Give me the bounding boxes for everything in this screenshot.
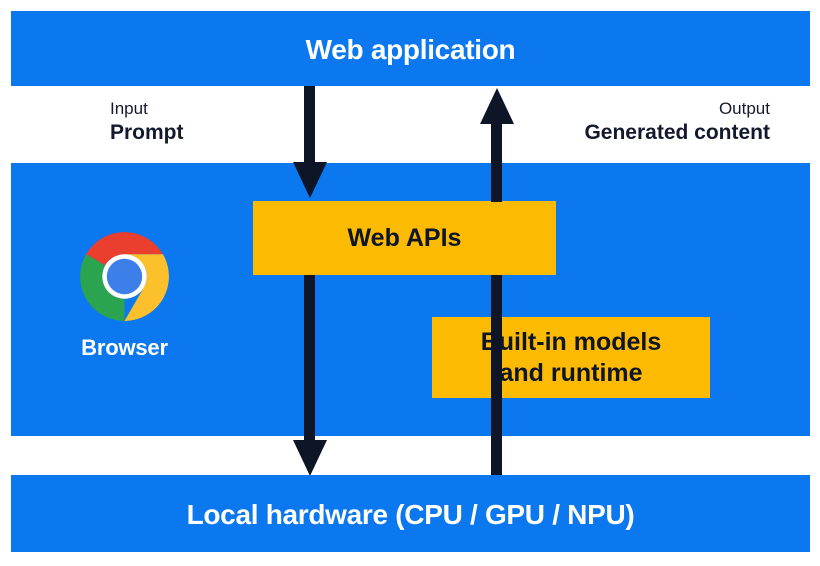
output-label-group: Output Generated content [584, 98, 770, 147]
input-kind-label: Input [110, 99, 148, 118]
output-value-label: Generated content [584, 121, 770, 145]
browser-label: Browser [81, 335, 168, 360]
web-application-label: Web application [305, 34, 516, 65]
web-apis-box[interactable]: Web APIs [253, 201, 556, 275]
input-flow-arrowhead-lower [293, 440, 327, 476]
built-in-models-box[interactable]: Built-in models and runtime [432, 317, 710, 398]
output-flow-arrowhead [480, 88, 514, 124]
chrome-logo-icon [80, 232, 169, 321]
input-label-group: Input Prompt [110, 98, 184, 147]
web-apis-label: Web APIs [347, 223, 462, 252]
input-flow-shaft-lower [304, 275, 315, 443]
local-hardware-band: Local hardware (CPU / GPU / NPU) [11, 475, 810, 552]
built-in-models-label: Built-in models and runtime [481, 327, 662, 388]
output-flow-shaft-lower [491, 275, 502, 477]
output-flow-shaft-upper [491, 120, 502, 202]
output-kind-label: Output [718, 99, 770, 118]
input-value-label: Prompt [110, 121, 184, 145]
input-flow-arrowhead-upper [293, 162, 327, 198]
input-flow-shaft-upper [304, 86, 315, 168]
local-hardware-label: Local hardware (CPU / GPU / NPU) [186, 499, 635, 530]
built-in-models-line-2: and runtime [499, 358, 643, 387]
browser-group: Browser [80, 232, 169, 361]
built-in-models-line-1: Built-in models [480, 328, 662, 356]
web-application-band: Web application [11, 11, 810, 86]
